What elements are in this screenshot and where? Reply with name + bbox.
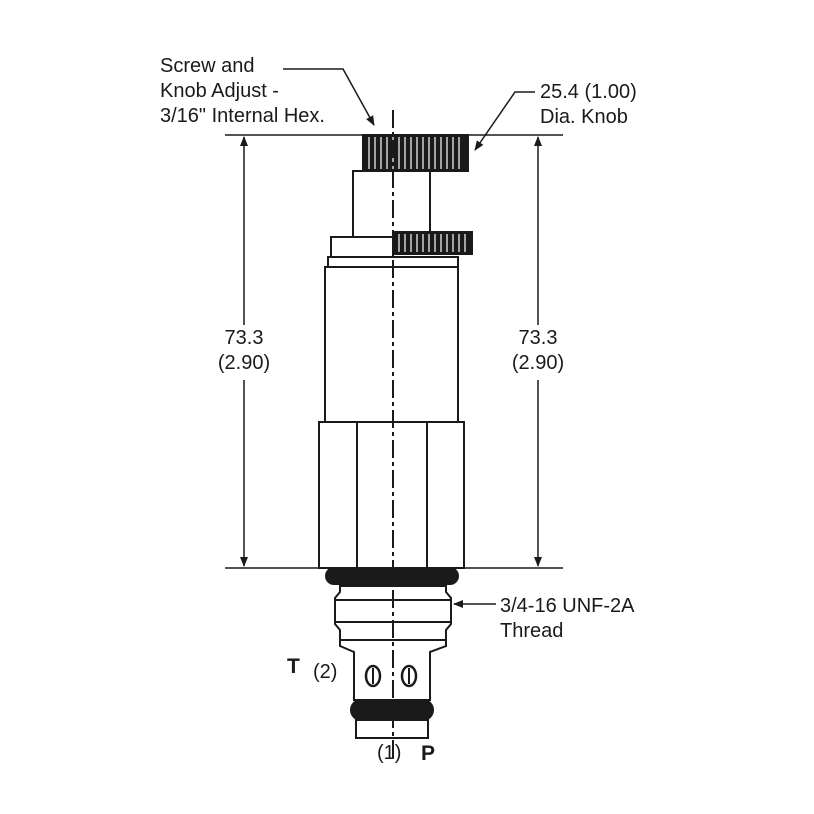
adjust-callout-line-2: Knob Adjust - xyxy=(160,80,279,102)
lower-body xyxy=(339,639,447,701)
adjust-knob xyxy=(362,134,469,172)
port-t-letter: T xyxy=(287,655,300,678)
port-p-number: (1) xyxy=(377,742,402,764)
adjust-stem xyxy=(352,170,431,238)
right-dimension-in: (2.90) xyxy=(511,352,565,374)
left-dimension-in: (2.90) xyxy=(217,352,271,374)
port-p-letter: P xyxy=(421,742,436,765)
lock-nut-knurling xyxy=(398,234,466,252)
adjust-callout-line-1: Screw and xyxy=(160,55,255,77)
port-t-number: (2) xyxy=(313,661,338,683)
thread-callout-line-1: 3/4-16 UNF-2A xyxy=(500,595,635,617)
lock-nut-hex xyxy=(330,236,394,258)
knob-callout-line-2: Dia. Knob xyxy=(540,106,628,128)
upper-body xyxy=(324,266,459,423)
hex-body xyxy=(318,421,465,569)
thread-callout-line-2: Thread xyxy=(500,620,564,642)
left-dimension-mm: 73.3 xyxy=(224,327,264,349)
adjust-callout-line-3: 3/16" Internal Hex. xyxy=(160,105,325,127)
right-dimension-mm: 73.3 xyxy=(518,327,558,349)
knob-callout-line-1: 25.4 (1.00) xyxy=(540,81,637,103)
knob-leader xyxy=(474,91,535,151)
adjust-leader xyxy=(283,68,375,126)
